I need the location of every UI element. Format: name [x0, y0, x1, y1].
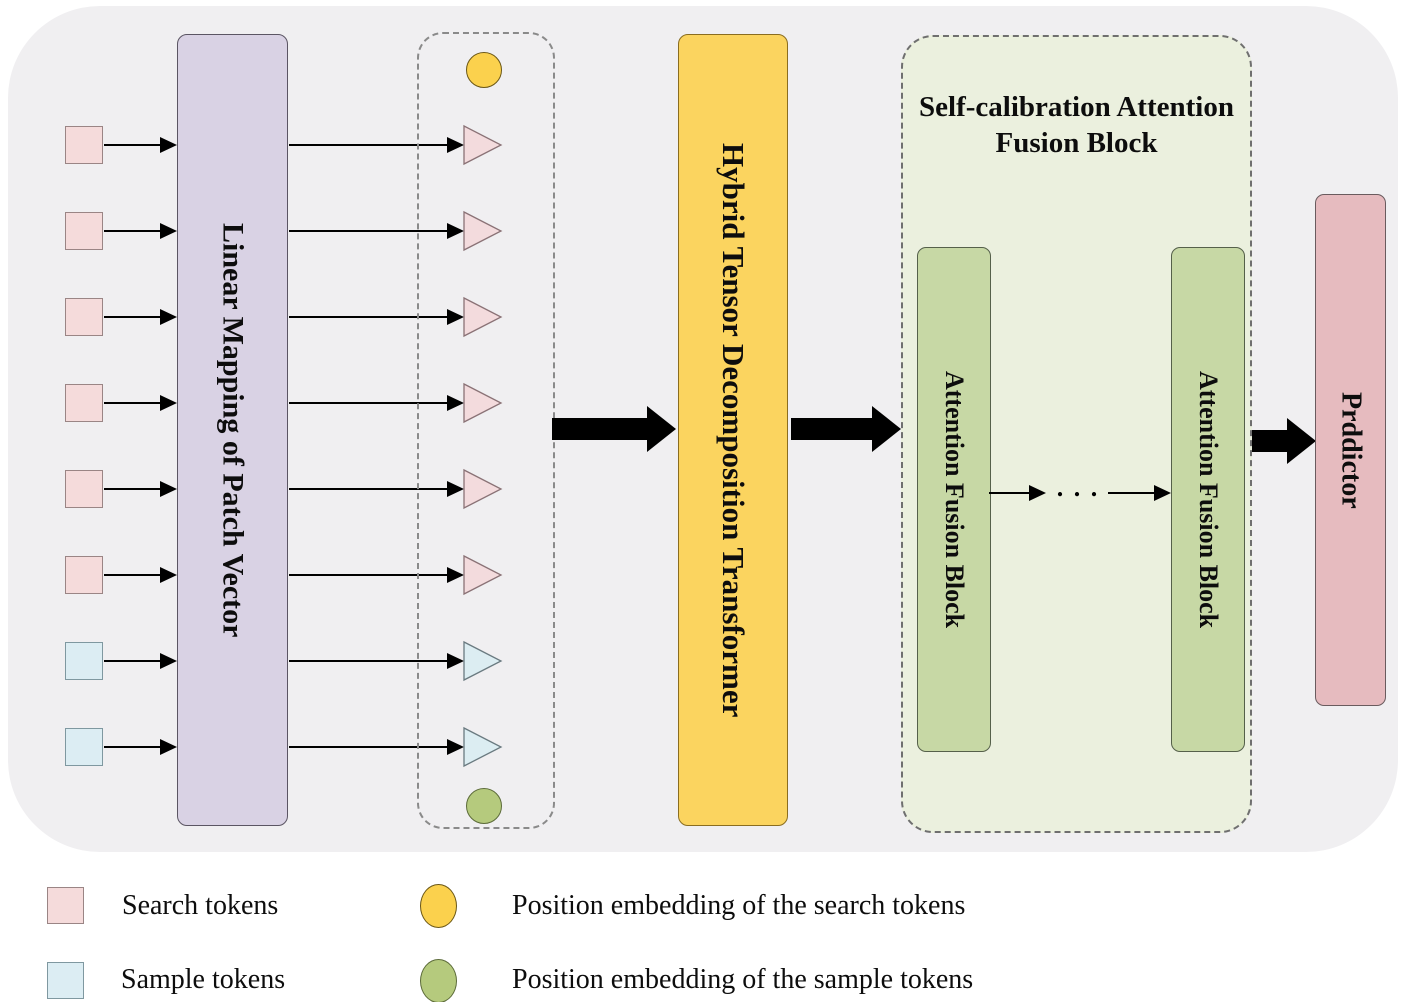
legend-sample-pos-embedding-label: Position embedding of the sample tokens	[512, 964, 974, 995]
token-output-arrow-head	[447, 566, 464, 583]
token-output-arrow	[289, 566, 464, 583]
search-token-square	[65, 556, 103, 594]
search-token-triangle-shape	[463, 296, 503, 338]
token-input-arrow	[104, 738, 177, 755]
token-output-arrow	[289, 738, 464, 755]
architecture-panel: Linear Mapping of Patch Vector Hybrid Te…	[8, 6, 1398, 852]
search-position-embedding-circle	[466, 52, 502, 88]
search-token-square	[65, 298, 103, 336]
flow-arrow-1	[552, 418, 647, 440]
token-output-arrow	[289, 394, 464, 411]
search-token-triangle	[463, 296, 503, 338]
sample-token-square	[65, 642, 103, 680]
legend-search-pos-embedding-circle	[420, 884, 457, 928]
search-token-triangle	[463, 210, 503, 252]
search-token-triangle-shape	[463, 382, 503, 424]
search-token-triangle-shape	[463, 468, 503, 510]
token-output-arrow	[289, 222, 464, 239]
token-output-arrow-head	[447, 136, 464, 153]
legend-sample-pos-embedding-circle	[420, 959, 457, 1002]
token-input-arrow	[104, 308, 177, 325]
attention-fusion-block-1: Attention Fusion Block	[917, 247, 991, 752]
attention-fusion-block-2: Attention Fusion Block	[1171, 247, 1245, 752]
legend-search-token-square	[47, 887, 84, 924]
token-output-arrow	[289, 480, 464, 497]
sample-token-triangle	[463, 726, 503, 768]
linear-mapping-label: Linear Mapping of Patch Vector	[216, 222, 250, 638]
flow-arrow-2	[791, 418, 872, 440]
legend-sample-token-label: Sample tokens	[121, 964, 286, 995]
legend-search-token-label: Search tokens	[122, 890, 279, 921]
token-input-arrow-head	[160, 480, 177, 497]
token-output-arrow-head	[447, 480, 464, 497]
token-input-arrow	[104, 394, 177, 411]
attention-fusion-block-2-label: Attention Fusion Block	[1194, 370, 1223, 629]
predictor-label: Prddictor	[1335, 391, 1367, 509]
legend-search-pos-embedding-label: Position embedding of the search tokens	[512, 890, 966, 921]
search-token-triangle-shape	[463, 124, 503, 166]
search-token-triangle-shape	[463, 210, 503, 252]
token-output-arrow-head	[447, 652, 464, 669]
predictor-block: Prddictor	[1315, 194, 1386, 706]
search-token-square	[65, 212, 103, 250]
token-input-arrow	[104, 652, 177, 669]
search-token-triangle	[463, 124, 503, 166]
self-calibration-title-line2: Fusion Block	[995, 127, 1158, 159]
search-token-square	[65, 470, 103, 508]
token-input-arrow-head	[160, 652, 177, 669]
sample-token-square	[65, 728, 103, 766]
self-calibration-title: Self-calibration Attention Fusion Block	[903, 89, 1250, 161]
sample-token-triangle	[463, 640, 503, 682]
token-input-arrow-head	[160, 136, 177, 153]
token-input-arrow-head	[160, 566, 177, 583]
token-output-arrow-head	[447, 308, 464, 325]
self-calibration-title-line1: Self-calibration Attention	[919, 91, 1234, 123]
fusion-chain-arrow-2	[1108, 492, 1154, 495]
sample-token-triangle-shape	[463, 726, 503, 768]
fusion-chain-arrow-1	[989, 492, 1029, 495]
token-input-arrow-head	[160, 738, 177, 755]
token-input-arrow	[104, 566, 177, 583]
attention-fusion-block-1-label: Attention Fusion Block	[940, 370, 969, 629]
token-input-arrow-head	[160, 308, 177, 325]
hybrid-tensor-transformer-label: Hybrid Tensor Decomposition Transformer	[716, 142, 751, 718]
token-input-arrow	[104, 136, 177, 153]
token-output-arrow-head	[447, 394, 464, 411]
fusion-chain-ellipsis: . . .	[1056, 473, 1100, 502]
sample-token-triangle-shape	[463, 640, 503, 682]
self-calibration-fusion-container: Self-calibration Attention Fusion Block …	[901, 35, 1252, 833]
token-output-arrow-head	[447, 222, 464, 239]
search-token-triangle	[463, 468, 503, 510]
search-token-triangle	[463, 382, 503, 424]
search-token-square	[65, 384, 103, 422]
token-input-arrow-head	[160, 222, 177, 239]
linear-mapping-block: Linear Mapping of Patch Vector	[177, 34, 288, 826]
token-output-arrow	[289, 136, 464, 153]
token-output-arrow	[289, 308, 464, 325]
token-input-arrow	[104, 480, 177, 497]
sample-position-embedding-circle	[466, 788, 502, 824]
flow-arrow-3	[1251, 430, 1287, 452]
legend-sample-token-square	[47, 962, 84, 999]
token-input-arrow	[104, 222, 177, 239]
search-token-triangle-shape	[463, 554, 503, 596]
search-token-square	[65, 126, 103, 164]
token-output-arrow	[289, 652, 464, 669]
hybrid-tensor-transformer-block: Hybrid Tensor Decomposition Transformer	[678, 34, 788, 826]
token-output-arrow-head	[447, 738, 464, 755]
search-token-triangle	[463, 554, 503, 596]
token-input-arrow-head	[160, 394, 177, 411]
